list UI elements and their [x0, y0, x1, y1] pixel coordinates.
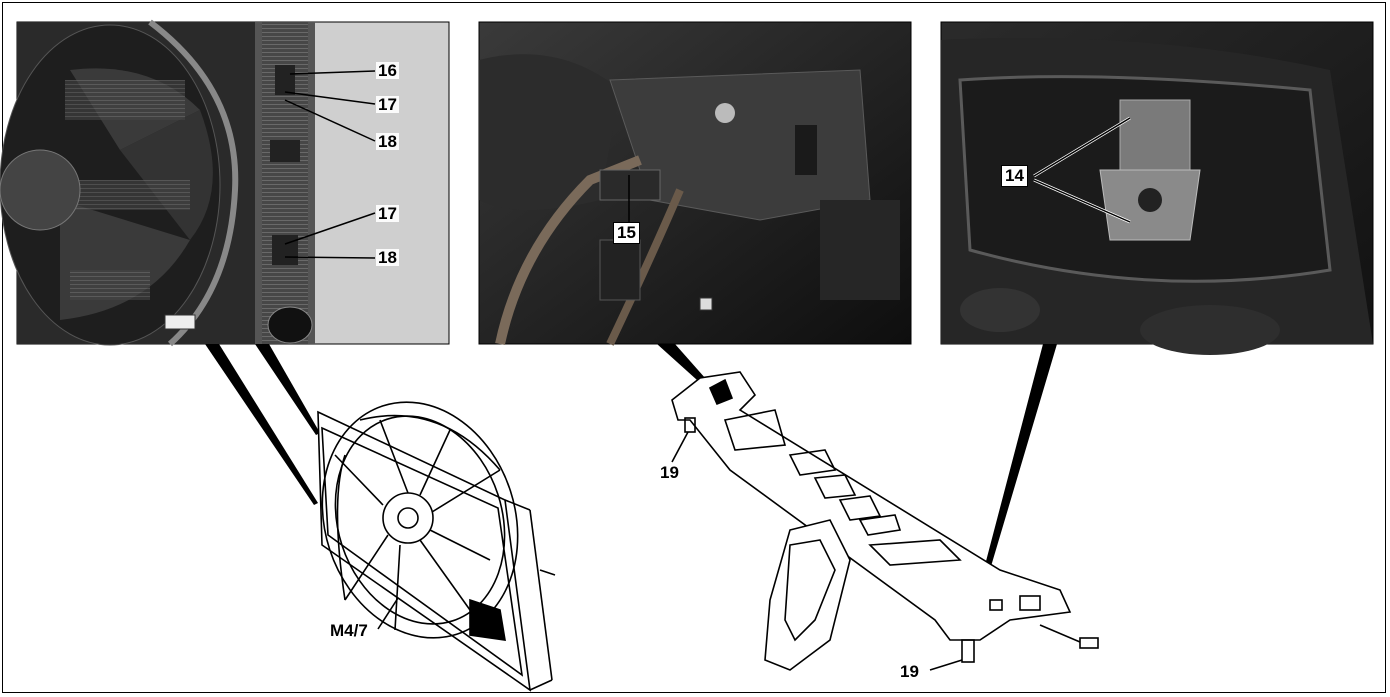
fan-assembly-drawing [317, 401, 556, 692]
callout-19-left: 19 [660, 463, 679, 482]
callout-18-lower: 18 [376, 248, 399, 267]
pointer-wedges [205, 344, 1057, 627]
photo-bracket [478, 21, 912, 346]
callout-15: 15 [613, 222, 640, 244]
callout-m4-7: M4/7 [330, 621, 368, 640]
photo-rubber-mount [940, 21, 1374, 355]
callout-16: 16 [376, 61, 399, 80]
callout-17-lower: 17 [376, 204, 399, 223]
callout-19-right: 19 [900, 662, 919, 681]
cross-member-drawing [671, 371, 1099, 671]
callout-18-upper: 18 [376, 132, 399, 151]
callout-17-upper: 17 [376, 95, 399, 114]
photo-radiator-fan [0, 19, 450, 347]
callout-14: 14 [1001, 165, 1028, 187]
